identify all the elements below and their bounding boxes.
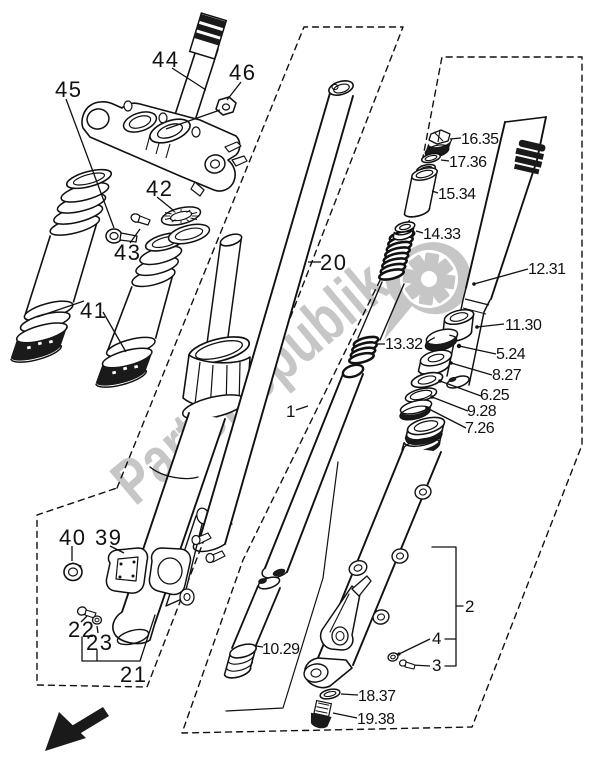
svg-text:45: 45 xyxy=(55,77,82,102)
svg-text:19.38: 19.38 xyxy=(357,711,395,728)
svg-text:15.34: 15.34 xyxy=(438,186,476,203)
svg-text:21: 21 xyxy=(120,662,147,687)
svg-text:40: 40 xyxy=(59,525,86,550)
svg-text:6.25: 6.25 xyxy=(480,387,510,404)
svg-text:8.27: 8.27 xyxy=(492,367,522,384)
svg-text:3: 3 xyxy=(432,656,441,675)
svg-text:1: 1 xyxy=(286,402,295,421)
svg-text:23: 23 xyxy=(86,630,113,655)
svg-text:46: 46 xyxy=(229,60,256,85)
svg-text:22: 22 xyxy=(68,617,95,642)
svg-text:2: 2 xyxy=(465,597,474,616)
svg-text:10.29: 10.29 xyxy=(262,641,300,658)
svg-text:42: 42 xyxy=(146,176,173,201)
svg-text:7.26: 7.26 xyxy=(465,420,495,437)
svg-text:4: 4 xyxy=(432,629,441,648)
svg-text:17.36: 17.36 xyxy=(449,154,487,171)
svg-text:14.33: 14.33 xyxy=(423,226,461,243)
svg-text:12.31: 12.31 xyxy=(528,261,566,278)
svg-text:39: 39 xyxy=(95,525,122,550)
svg-text:18.37: 18.37 xyxy=(358,688,396,705)
svg-text:11.30: 11.30 xyxy=(505,317,542,334)
svg-text:13.32: 13.32 xyxy=(385,336,423,353)
svg-text:5.24: 5.24 xyxy=(496,346,526,363)
svg-text:44: 44 xyxy=(152,47,179,72)
svg-text:43: 43 xyxy=(114,240,141,265)
svg-text:20: 20 xyxy=(320,250,347,275)
svg-text:16.35: 16.35 xyxy=(461,131,499,148)
svg-text:41: 41 xyxy=(80,298,107,323)
svg-text:9.28: 9.28 xyxy=(467,403,497,420)
